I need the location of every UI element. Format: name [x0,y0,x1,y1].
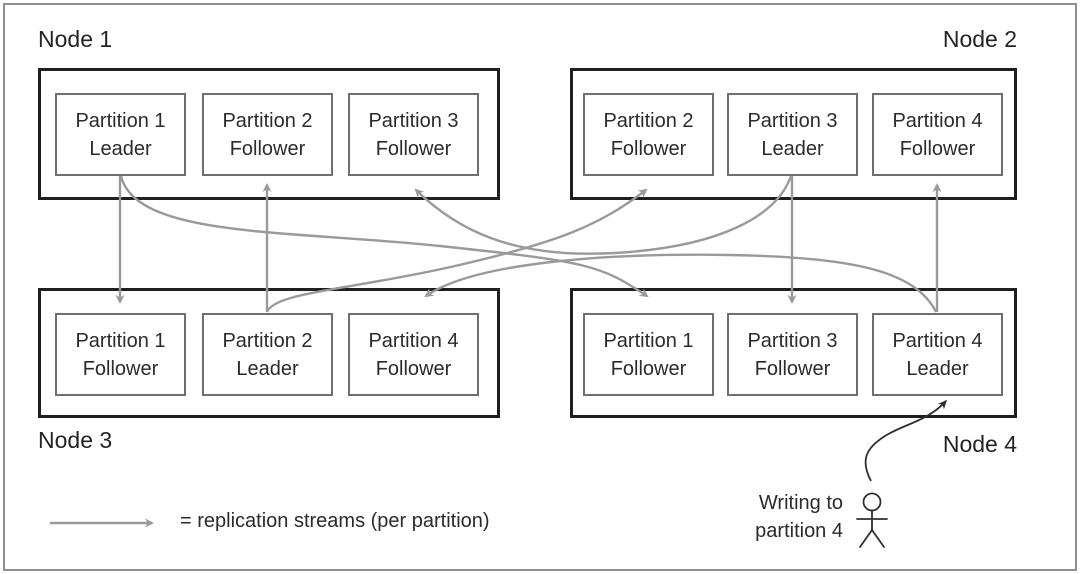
partition-box-p3-follower: Partition 3 Follower [348,93,479,176]
partition-role: Follower [82,357,159,380]
partition-name: Partition 1 [75,329,166,352]
partition-box-p3-follower: Partition 3 Follower [727,313,858,396]
partition-role: Leader [761,137,824,160]
node-3-label: Node 3 [38,427,113,453]
partition-box-p2-leader: Partition 2 Leader [202,313,333,396]
node-1-label: Node 1 [38,26,113,52]
partition-role: Follower [610,357,687,380]
node-2-box: Partition 2 Follower Partition 3 Leader … [570,68,1017,200]
partition-role: Follower [375,357,452,380]
partition-name: Partition 4 [368,329,459,352]
partition-role: Follower [754,357,831,380]
partition-name: Partition 2 [222,109,313,132]
partition-name: Partition 1 [603,329,694,352]
partition-role: Leader [236,357,299,380]
partition-name: Partition 2 [603,109,694,132]
partition-box-p1-leader: Partition 1 Leader [55,93,186,176]
partition-box-p4-leader: Partition 4 Leader [872,313,1003,396]
partition-box-p4-follower: Partition 4 Follower [872,93,1003,176]
partition-name: Partition 4 [892,329,983,352]
partition-role: Follower [610,137,687,160]
node-1-box: Partition 1 Leader Partition 2 Follower … [38,68,500,200]
partition-role: Follower [375,137,452,160]
partition-name: Partition 3 [747,109,838,132]
partition-role: Leader [906,357,969,380]
partition-role: Follower [899,137,976,160]
legend-label: = replication streams (per partition) [180,510,490,532]
node-4-box: Partition 1 Follower Partition 3 Followe… [570,288,1017,418]
writing-annotation: Writing to partition 4 [755,489,843,545]
partition-role: Follower [229,137,306,160]
writing-annotation-line2: partition 4 [755,520,843,542]
partition-box-p4-follower: Partition 4 Follower [348,313,479,396]
partition-box-p2-follower: Partition 2 Follower [583,93,714,176]
partition-name: Partition 3 [747,329,838,352]
node-2-label: Node 2 [942,26,1017,52]
partition-name: Partition 3 [368,109,459,132]
node-3-box: Partition 1 Follower Partition 2 Leader … [38,288,500,418]
diagram-border [3,3,1077,571]
node-4-label: Node 4 [942,431,1017,457]
partition-role: Leader [89,137,152,160]
partition-name: Partition 4 [892,109,983,132]
writing-annotation-line1: Writing to [758,492,843,514]
partition-box-p1-follower: Partition 1 Follower [583,313,714,396]
partition-name: Partition 1 [75,109,166,132]
partition-box-p1-follower: Partition 1 Follower [55,313,186,396]
partition-box-p2-follower: Partition 2 Follower [202,93,333,176]
partition-name: Partition 2 [222,329,313,352]
partition-box-p3-leader: Partition 3 Leader [727,93,858,176]
